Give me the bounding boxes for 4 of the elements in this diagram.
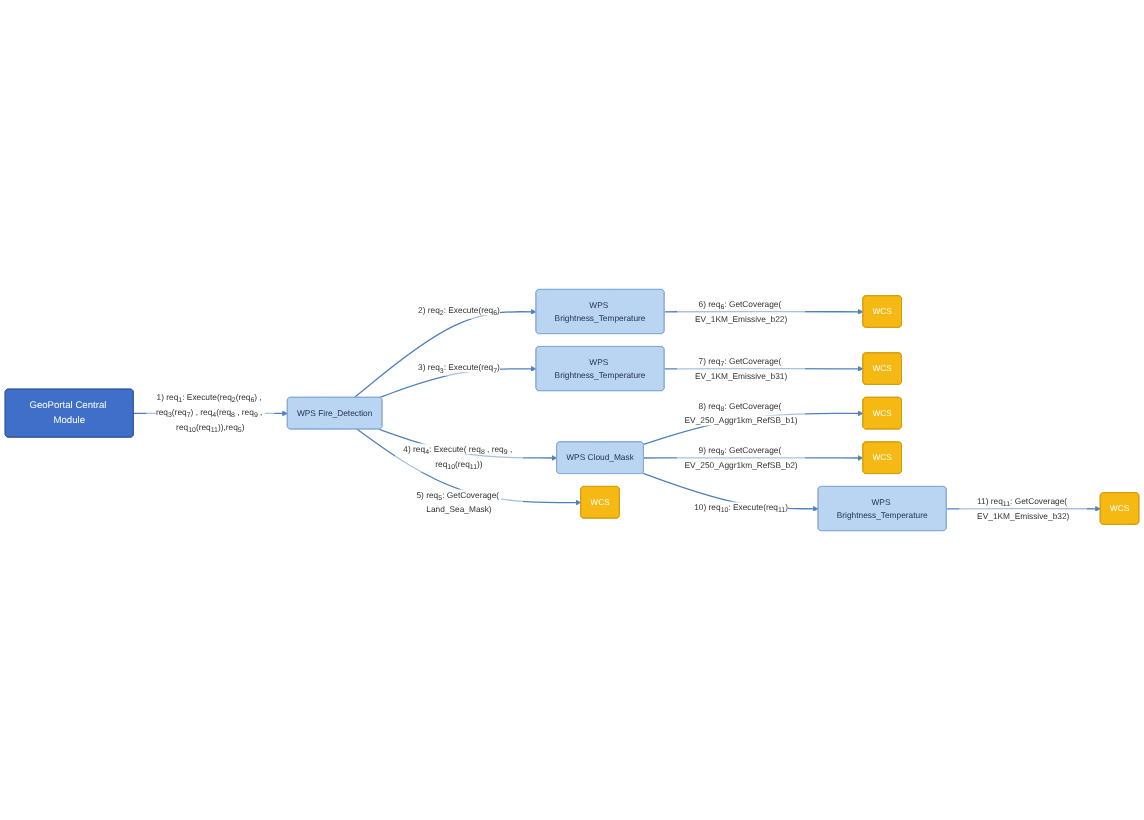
arrow: [663, 366, 864, 372]
arrow: [945, 506, 1101, 512]
arrow: [663, 309, 864, 315]
arrow: [643, 455, 864, 461]
